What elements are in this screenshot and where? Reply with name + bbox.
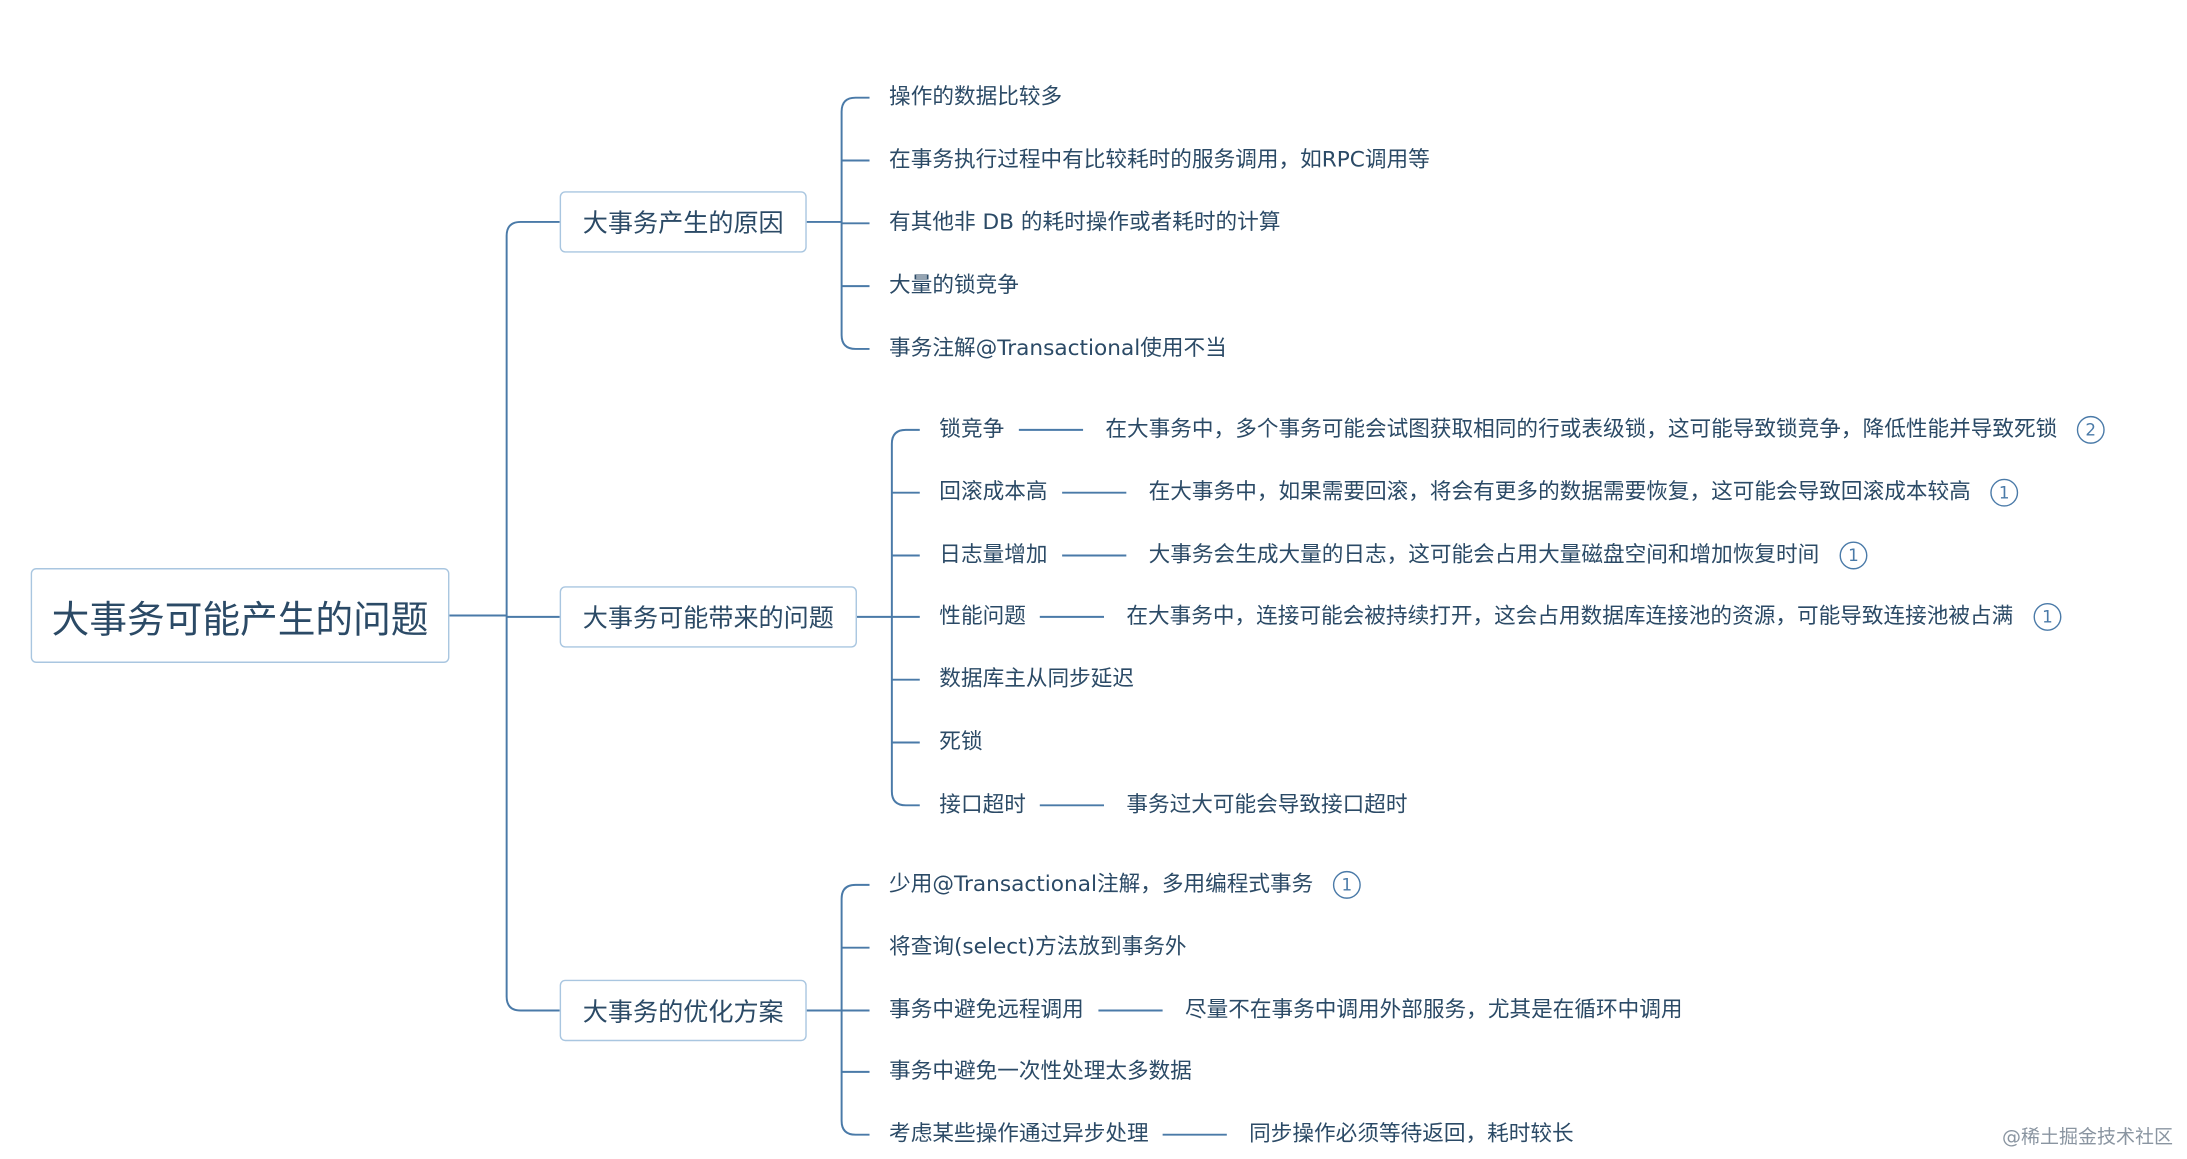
branch-connector <box>806 96 870 350</box>
root-node[interactable]: 大事务可能产生的问题 <box>30 568 450 663</box>
leaf-node[interactable]: 考虑某些操作通过异步处理 <box>889 1121 1149 1147</box>
leaf-node[interactable]: 接口超时 <box>939 791 1026 817</box>
priority-marker-icon: 2 <box>2076 415 2105 444</box>
branch-connector <box>856 428 920 807</box>
leaf-node[interactable]: 有其他非 DB 的耗时操作或者耗时的计算 <box>889 209 1281 235</box>
leaf-node[interactable]: 事务中避免一次性处理太多数据 <box>889 1058 1192 1084</box>
detail-node[interactable]: 在大事务中，多个事务可能会试图获取相同的行或表级锁，这可能导致锁竞争，降低性能并… <box>1105 416 2058 442</box>
detail-node[interactable]: 同步操作必须等待返回，耗时较长 <box>1249 1121 1574 1147</box>
leaf-node[interactable]: 锁竞争 <box>939 416 1005 442</box>
leaf-node[interactable]: 日志量增加 <box>939 541 1048 568</box>
detail-node[interactable]: 大事务会生成大量的日志，这可能会占用大量磁盘空间和增加恢复时间 <box>1148 541 1820 568</box>
leaf-node[interactable]: 操作的数据比较多 <box>889 84 1063 110</box>
detail-node[interactable]: 在大事务中，连接可能会被持续打开，这会占用数据库连接池的资源，可能导致连接池被占… <box>1126 603 2014 629</box>
branch-node[interactable]: 大事务产生的原因 <box>559 191 807 253</box>
leaf-node[interactable]: 大量的锁竞争 <box>889 272 1019 298</box>
leaf-node[interactable]: 性能问题 <box>939 603 1026 629</box>
priority-marker-icon: 1 <box>1990 478 2019 507</box>
leaf-node[interactable]: 事务注解@Transactional使用不当 <box>889 335 1227 361</box>
leaf-node[interactable]: 少用@Transactional注解，多用编程式事务 <box>889 871 1314 897</box>
leaf-node[interactable]: 数据库主从同步延迟 <box>939 666 1135 692</box>
priority-marker-icon: 1 <box>1332 870 1361 899</box>
leaf-node[interactable]: 将查询(select)方法放到事务外 <box>889 934 1187 960</box>
branch-connector <box>806 883 870 1136</box>
priority-marker-icon: 1 <box>2033 602 2062 631</box>
leaf-node[interactable]: 在事务执行过程中有比较耗时的服务调用，如RPC调用等 <box>889 146 1430 173</box>
branch-node[interactable]: 大事务的优化方案 <box>559 979 807 1042</box>
detail-node[interactable]: 事务过大可能会导致接口超时 <box>1126 791 1408 817</box>
detail-node[interactable]: 在大事务中，如果需要回滚，将会有更多的数据需要恢复，这可能会导致回滚成本较高 <box>1148 479 1971 505</box>
branch-node[interactable]: 大事务可能带来的问题 <box>559 586 857 648</box>
leaf-node[interactable]: 死锁 <box>939 728 983 755</box>
leaf-node[interactable]: 回滚成本高 <box>939 479 1048 505</box>
trunk-connector <box>449 220 560 1012</box>
watermark: @稀土掘金技术社区 <box>2001 1126 2173 1148</box>
detail-node[interactable]: 尽量不在事务中调用外部服务，尤其是在循环中调用 <box>1184 996 1683 1023</box>
priority-marker-icon: 1 <box>1839 541 1868 570</box>
leaf-node[interactable]: 事务中避免远程调用 <box>889 996 1084 1023</box>
